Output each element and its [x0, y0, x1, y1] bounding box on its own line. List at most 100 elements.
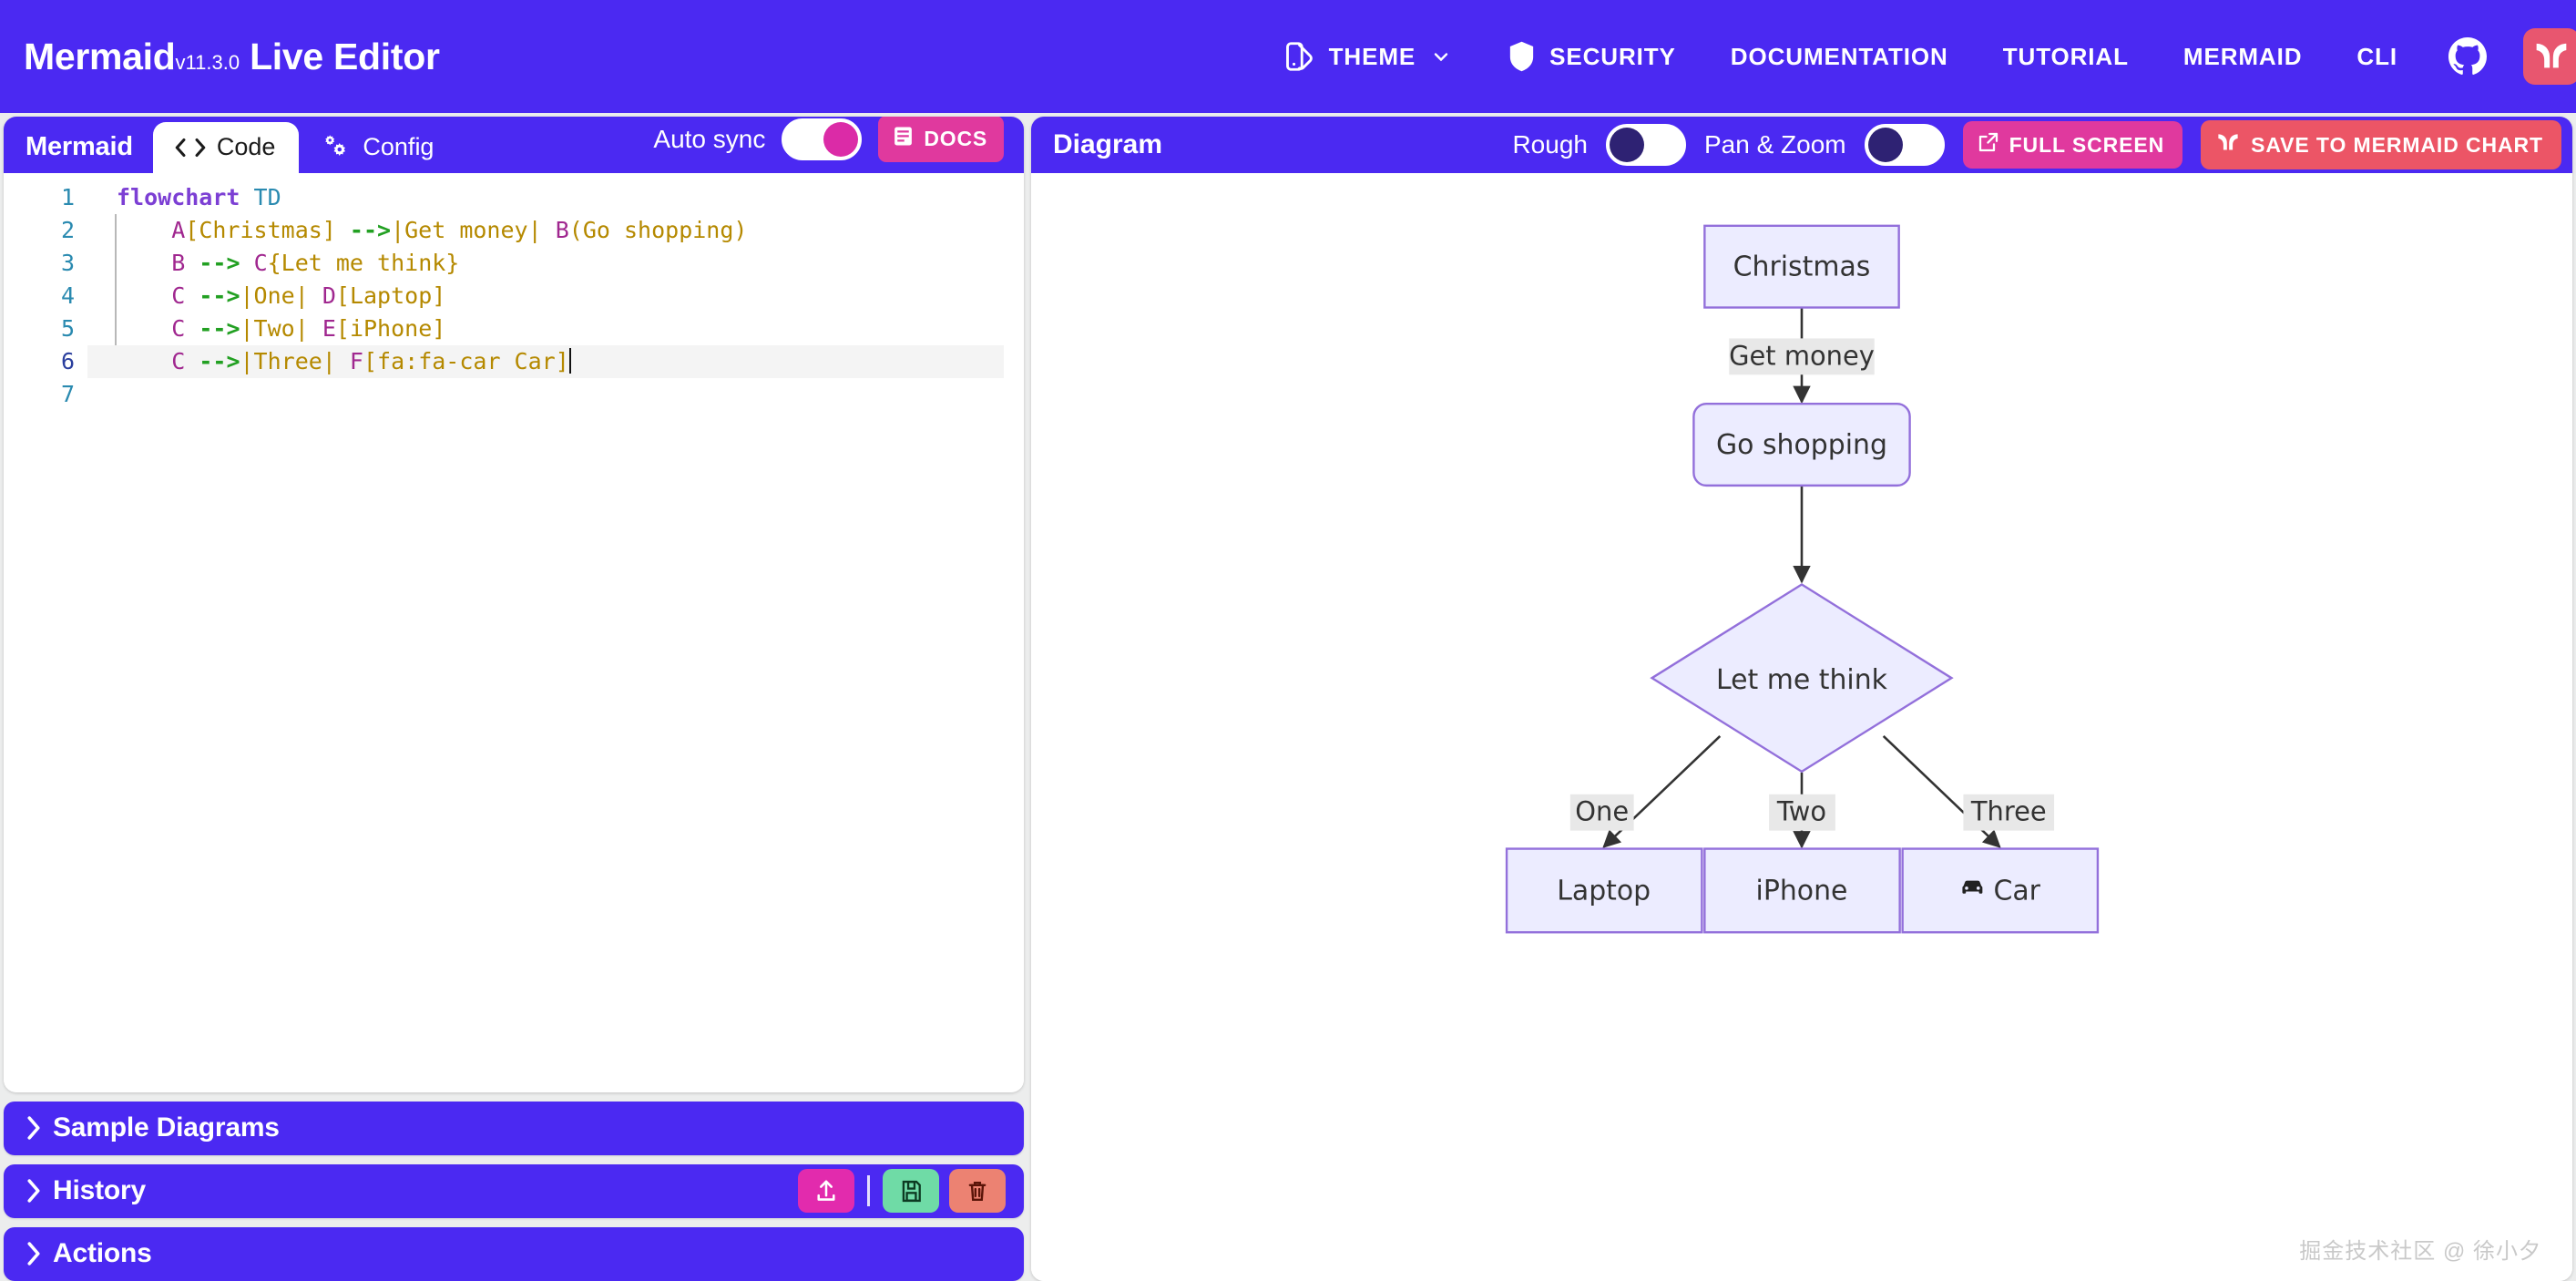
edge-label-get-money-text: Get money [1729, 340, 1875, 371]
docs-button[interactable]: DOCS [878, 117, 1004, 162]
auto-sync-label: Auto sync [653, 124, 766, 153]
node-laptop-label: Laptop [1557, 875, 1651, 907]
accordion-sample-diagrams[interactable]: Sample Diagrams [4, 1101, 1024, 1155]
editor-card: Mermaid Code [4, 117, 1024, 1092]
node-laptop[interactable]: Laptop [1505, 847, 1703, 934]
book-icon [892, 125, 915, 153]
edge-label-three-text: Three [1970, 796, 2047, 827]
mermaid-chart-logo-icon [2536, 43, 2567, 68]
edge-label-two: Two [1769, 794, 1835, 831]
car-icon [1962, 880, 1983, 894]
nav-theme[interactable]: THEME [1256, 0, 1480, 113]
nav-tutorial[interactable]: TUTORIAL [1976, 0, 2156, 113]
brand-version: v11.3.0 [175, 50, 240, 74]
diagram-canvas[interactable]: Christmas Go shopping Let me think [1031, 173, 2572, 1281]
delete-history-button[interactable] [949, 1169, 1006, 1214]
code-token: [iPhone] [335, 315, 446, 342]
node-christmas[interactable]: Christmas [1703, 224, 1900, 309]
diagram-header: Diagram Rough Pan & Zoom FULL SCREE [1031, 117, 2572, 173]
flowchart-svg: Christmas Go shopping Let me think [1505, 224, 2100, 934]
diagram-controls: Rough Pan & Zoom FULL SCREEN [1512, 120, 2561, 169]
code-token [117, 282, 171, 309]
code-token: E [322, 315, 336, 342]
accordion-history[interactable]: History [4, 1163, 1024, 1218]
code-line[interactable]: flowchart TD [117, 181, 1024, 214]
tab-code-label: Code [216, 133, 276, 160]
pan-zoom-toggle[interactable] [1864, 124, 1945, 166]
node-go-shopping-label: Go shopping [1716, 429, 1887, 461]
divider [867, 1175, 870, 1207]
code-line[interactable]: C -->|One| D[Laptop] [117, 280, 1024, 313]
floppy-save-icon [902, 1180, 921, 1202]
line-number: 3 [60, 250, 75, 276]
node-let-me-think-label: Let me think [1716, 664, 1888, 696]
mermaid-chart-logo-badge[interactable] [2523, 28, 2576, 85]
nav-security[interactable]: SECURITY [1479, 0, 1703, 113]
code-token: --> [349, 217, 392, 243]
edge-label-get-money: Get money [1729, 338, 1875, 375]
line-number: 1 [60, 184, 75, 210]
accordion-actions[interactable]: Actions [4, 1226, 1024, 1281]
code-token: --> [199, 315, 240, 342]
rough-label: Rough [1512, 130, 1588, 159]
editor-brand-label: Mermaid [26, 132, 133, 161]
chevron-right-icon [24, 1114, 44, 1142]
node-iphone-label: iPhone [1756, 875, 1848, 907]
trash-icon [968, 1181, 986, 1201]
code-token: B [555, 217, 569, 243]
nav-github-link[interactable] [2425, 0, 2510, 113]
line-number: 4 [60, 282, 75, 309]
line-number: 7 [60, 381, 75, 407]
code-token: |Two| [240, 315, 309, 342]
save-history-button[interactable] [883, 1169, 939, 1214]
rough-toggle[interactable] [1605, 124, 1686, 166]
pan-zoom-toggle-knob [1867, 128, 1903, 162]
code-token: C [253, 250, 268, 276]
code-token: B [171, 250, 186, 276]
right-pane: Diagram Rough Pan & Zoom FULL SCREE [1027, 113, 2576, 1281]
code-line[interactable] [117, 378, 1024, 411]
code-token [185, 250, 199, 276]
code-line[interactable]: C -->|Three| F[fa:fa-car Car] [87, 345, 1004, 378]
node-go-shopping[interactable]: Go shopping [1692, 402, 1911, 487]
text-cursor [568, 348, 571, 374]
nav-documentation[interactable]: DOCUMENTATION [1703, 0, 1976, 113]
tab-config[interactable]: Config [299, 122, 457, 173]
code-token: --> [199, 282, 240, 309]
tab-code[interactable]: Code [152, 122, 300, 173]
code-line[interactable]: B --> C{Let me think} [117, 247, 1024, 280]
node-let-me-think[interactable]: Let me think [1650, 583, 1954, 774]
nav-mermaid-label: MERMAID [2182, 42, 2303, 70]
brand-suffix: Live Editor [250, 35, 440, 77]
chevron-right-icon [24, 1177, 44, 1204]
code-token: (Go shopping) [568, 217, 748, 243]
chevron-down-icon [1430, 46, 1452, 67]
nav-cli[interactable]: CLI [2329, 0, 2425, 113]
edge-label-one: One [1569, 794, 1634, 831]
save-to-mermaid-chart-label: SAVE TO MERMAID CHART [2251, 132, 2543, 157]
node-car[interactable]: Car [1901, 847, 2100, 934]
code-content[interactable]: flowchart TD A[Christmas] -->|Get money|… [87, 181, 1024, 1092]
full-screen-button[interactable]: FULL SCREEN [1962, 121, 2183, 169]
upload-history-button[interactable] [798, 1169, 854, 1214]
code-brackets-icon [175, 135, 206, 160]
auto-sync-toggle[interactable] [782, 118, 863, 160]
save-to-mermaid-chart-button[interactable]: SAVE TO MERMAID CHART [2201, 120, 2561, 169]
code-token: --> [199, 250, 240, 276]
code-line[interactable]: A[Christmas] -->|Get money| B(Go shoppin… [117, 214, 1024, 247]
code-token: TD [253, 184, 281, 210]
node-iphone[interactable]: iPhone [1703, 847, 1901, 934]
code-line[interactable]: C -->|Two| E[iPhone] [117, 313, 1024, 345]
code-token [336, 217, 350, 243]
code-token [117, 250, 171, 276]
code-token: |Get money| [391, 217, 542, 243]
code-token: C [171, 315, 186, 342]
code-token [240, 250, 254, 276]
history-actions [798, 1169, 1006, 1214]
nav-mermaid[interactable]: MERMAID [2156, 0, 2330, 113]
flowchart-nodes: Christmas Go shopping Let me think [1505, 224, 2100, 934]
code-token [336, 348, 350, 374]
